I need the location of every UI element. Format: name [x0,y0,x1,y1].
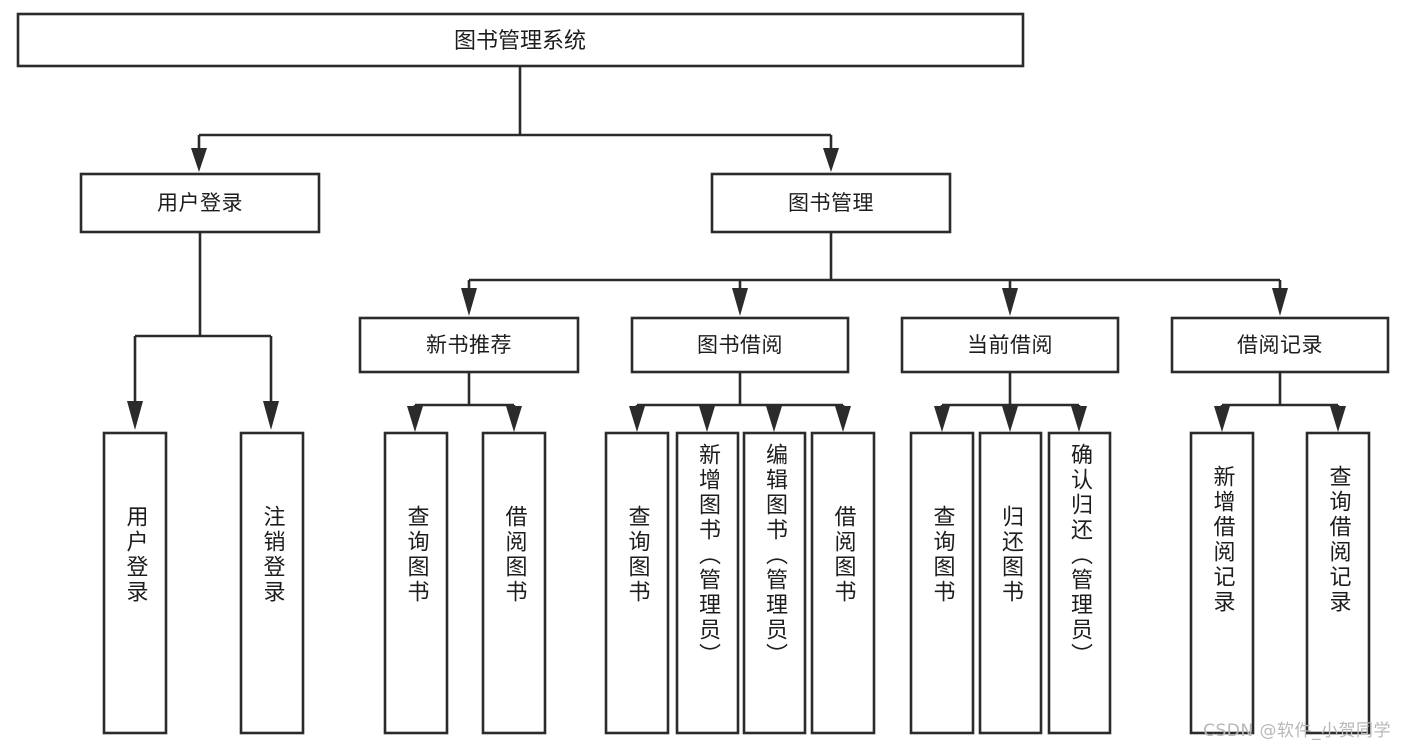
leaf-boxes [102,431,1371,735]
arrowhead-leaf-user-logout [263,401,279,430]
book-borrow-box [630,316,850,374]
leaf-add-record-box[interactable] [1189,431,1255,735]
root-label: 图书管理系统 [454,29,586,54]
leaf-edit-book-box[interactable] [742,431,807,735]
leaf-return-book-box[interactable] [978,431,1043,735]
leaf-query-book-3-box[interactable] [909,431,975,735]
new-book-recommend-box [358,316,580,374]
root-box [16,12,1025,68]
node-user-login[interactable]: 用户登录 [79,172,321,234]
arrowhead-user-login [191,148,207,172]
book-borrow-label: 图书借阅 [697,333,783,357]
connector-borrow-record-to-leaves [1214,372,1346,432]
node-book-borrow[interactable]: 图书借阅 [630,316,850,374]
arrowhead-current-borrow [1002,288,1018,316]
leaf-query-record-box[interactable] [1305,431,1371,735]
connector-root-to-level2 [191,66,839,172]
arrowhead-book-borrow [732,288,748,316]
arrowhead-leaf-borrow-book-2 [835,406,851,432]
user-login-label: 用户登录 [157,191,243,215]
arrowhead-leaf-borrow-book-1 [506,406,522,432]
book-management-box [710,172,952,234]
arrowhead-borrow-record [1272,288,1288,316]
leaf-borrow-book-1-box[interactable] [481,431,547,735]
connector-new-book-recommend-to-leaves [407,372,522,432]
arrowhead-new-book-recommend [461,288,477,316]
leaf-borrow-book-2-box[interactable] [810,431,876,735]
leaf-query-book-1-box[interactable] [383,431,449,735]
leaf-user-logout-box[interactable] [239,431,305,735]
arrowhead-leaf-query-record [1330,406,1346,432]
borrow-record-label: 借阅记录 [1237,333,1323,357]
borrow-record-box [1170,316,1390,374]
arrowhead-leaf-return-book [1002,406,1018,432]
leaf-query-book-2-box[interactable] [604,431,670,735]
arrowhead-leaf-confirm-return [1071,406,1087,432]
arrowhead-leaf-edit-book [766,406,782,432]
node-new-book-recommend[interactable]: 新书推荐 [358,316,580,374]
new-book-recommend-label: 新书推荐 [426,333,512,357]
node-current-borrow[interactable]: 当前借阅 [900,316,1120,374]
leaf-confirm-return-box[interactable] [1047,431,1112,735]
node-borrow-record[interactable]: 借阅记录 [1170,316,1390,374]
arrowhead-leaf-query-book-2 [629,406,645,432]
book-management-label: 图书管理 [788,191,874,215]
arrowhead-leaf-query-book-1 [407,406,423,432]
arrowhead-leaf-user-login [127,401,143,430]
leaf-user-login-box[interactable] [102,431,168,735]
current-borrow-box [900,316,1120,374]
arrowhead-leaf-add-book [699,406,715,432]
node-root[interactable]: 图书管理系统 [16,12,1025,68]
csdn-watermark: CSDN @软件_小贺同学 [1203,721,1391,741]
connector-current-borrow-to-leaves [934,372,1087,432]
current-borrow-label: 当前借阅 [967,333,1053,357]
arrowhead-leaf-add-record [1214,406,1230,432]
node-book-management[interactable]: 图书管理 [710,172,952,234]
connector-book-management-to-level3 [461,232,1288,316]
arrowhead-book-management [823,148,839,172]
leaf-add-book-box[interactable] [675,431,740,735]
connector-user-login-to-leaves [127,232,279,430]
arrowhead-leaf-query-book-3 [934,406,950,432]
connector-book-borrow-to-leaves [629,372,851,432]
